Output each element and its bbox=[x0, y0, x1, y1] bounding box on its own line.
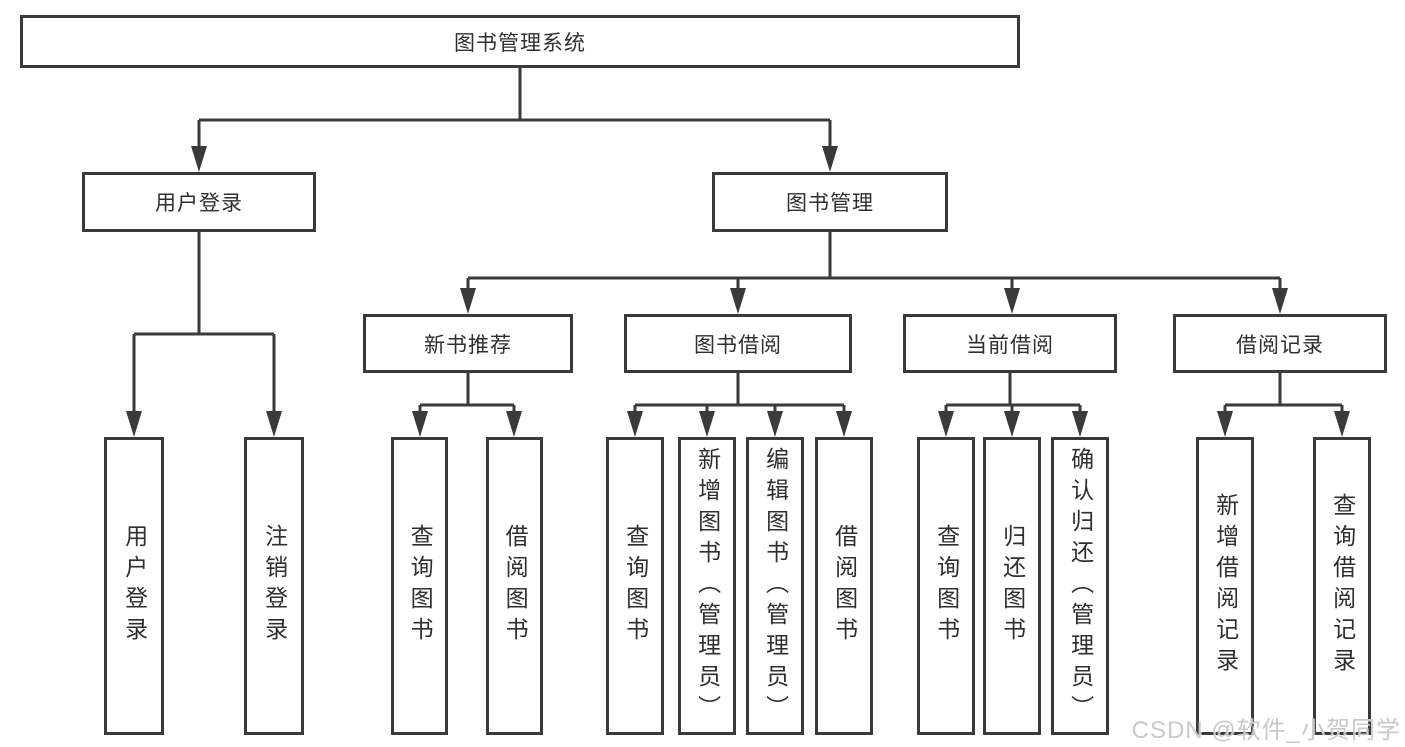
leaf-borrowing-borrow-books-label: 借阅图书 bbox=[831, 524, 858, 648]
node-book-management-label: 图书管理 bbox=[786, 192, 874, 215]
leaf-records-query-record: 查询借阅记录 bbox=[1313, 437, 1371, 735]
arrowhead bbox=[1004, 288, 1020, 314]
leaf-current-query-books: 查询图书 bbox=[917, 437, 975, 735]
arrowhead bbox=[1334, 411, 1350, 437]
arrowhead bbox=[191, 146, 207, 172]
arrowhead bbox=[627, 411, 643, 437]
node-book-management: 图书管理 bbox=[712, 172, 948, 232]
leaf-current-confirm-return-admin-label: 确认归还（管理员） bbox=[1067, 446, 1094, 726]
connector-root-to-level2 bbox=[191, 68, 838, 172]
leaf-borrowing-add-books-admin-label: 新增图书（管理员） bbox=[694, 446, 721, 726]
leaf-current-return-books-label: 归还图书 bbox=[999, 524, 1026, 648]
node-current-borrowing: 当前借阅 bbox=[903, 314, 1117, 373]
node-book-borrowing-label: 图书借阅 bbox=[694, 333, 782, 357]
leaf-current-query-books-label: 查询图书 bbox=[933, 524, 960, 648]
leaf-borrowing-query-books-label: 查询图书 bbox=[622, 524, 649, 648]
arrowhead bbox=[938, 411, 954, 437]
node-user-login: 用户登录 bbox=[82, 172, 316, 232]
leaf-borrowing-edit-books-admin-label: 编辑图书（管理员） bbox=[762, 446, 789, 726]
leaf-current-confirm-return-admin: 确认归还（管理员） bbox=[1051, 437, 1109, 735]
arrowhead bbox=[460, 288, 476, 314]
leaf-records-query-record-label: 查询借阅记录 bbox=[1329, 493, 1356, 679]
connector-records-to-leaves bbox=[1217, 373, 1350, 437]
leaf-records-add-record-label: 新增借阅记录 bbox=[1212, 493, 1239, 679]
connector-book-mgmt-to-level3 bbox=[460, 232, 1288, 314]
node-current-borrowing-label: 当前借阅 bbox=[966, 333, 1054, 357]
leaf-logout: 注销登录 bbox=[244, 437, 304, 735]
node-borrowing-records: 借阅记录 bbox=[1173, 314, 1387, 373]
arrowhead bbox=[412, 411, 428, 437]
arrowhead bbox=[506, 411, 522, 437]
leaf-borrowing-add-books-admin: 新增图书（管理员） bbox=[678, 437, 736, 735]
node-root-label: 图书管理系统 bbox=[454, 31, 586, 55]
leaf-user-login: 用户登录 bbox=[104, 437, 164, 735]
arrowhead bbox=[1004, 411, 1020, 437]
connector-borrowing-to-leaves bbox=[627, 373, 852, 437]
node-borrowing-records-label: 借阅记录 bbox=[1236, 333, 1324, 357]
leaf-logout-label: 注销登录 bbox=[261, 524, 288, 648]
csdn-watermark: CSDN @软件_小贺同学 bbox=[1131, 717, 1401, 744]
arrowhead bbox=[699, 411, 715, 437]
node-new-book-recommend: 新书推荐 bbox=[363, 314, 573, 373]
leaf-records-add-record: 新增借阅记录 bbox=[1196, 437, 1254, 735]
leaf-borrowing-edit-books-admin: 编辑图书（管理员） bbox=[746, 437, 804, 735]
node-book-borrowing: 图书借阅 bbox=[624, 314, 852, 373]
leaf-borrowing-query-books: 查询图书 bbox=[606, 437, 664, 735]
leaf-newbooks-borrow-books-label: 借阅图书 bbox=[502, 524, 529, 648]
arrowhead bbox=[266, 411, 282, 437]
leaf-borrowing-borrow-books: 借阅图书 bbox=[815, 437, 873, 735]
arrowhead bbox=[822, 146, 838, 172]
arrowhead bbox=[767, 411, 783, 437]
leaf-newbooks-query-books-label: 查询图书 bbox=[407, 524, 434, 648]
connector-user-login-to-leaves bbox=[126, 232, 282, 437]
leaf-current-return-books: 归还图书 bbox=[983, 437, 1041, 735]
node-user-login-label: 用户登录 bbox=[155, 192, 243, 215]
node-root: 图书管理系统 bbox=[20, 15, 1020, 68]
connector-new-books-to-leaves bbox=[412, 373, 522, 437]
leaf-newbooks-query-books: 查询图书 bbox=[391, 437, 448, 735]
arrowhead bbox=[836, 411, 852, 437]
arrowhead bbox=[730, 288, 746, 314]
leaf-user-login-label: 用户登录 bbox=[121, 524, 148, 648]
leaf-newbooks-borrow-books: 借阅图书 bbox=[486, 437, 543, 735]
arrowhead bbox=[1217, 411, 1233, 437]
arrowhead bbox=[1072, 411, 1088, 437]
connector-current-to-leaves bbox=[938, 373, 1088, 437]
arrowhead bbox=[1272, 288, 1288, 314]
arrowhead bbox=[126, 411, 142, 437]
node-new-book-recommend-label: 新书推荐 bbox=[424, 333, 512, 357]
